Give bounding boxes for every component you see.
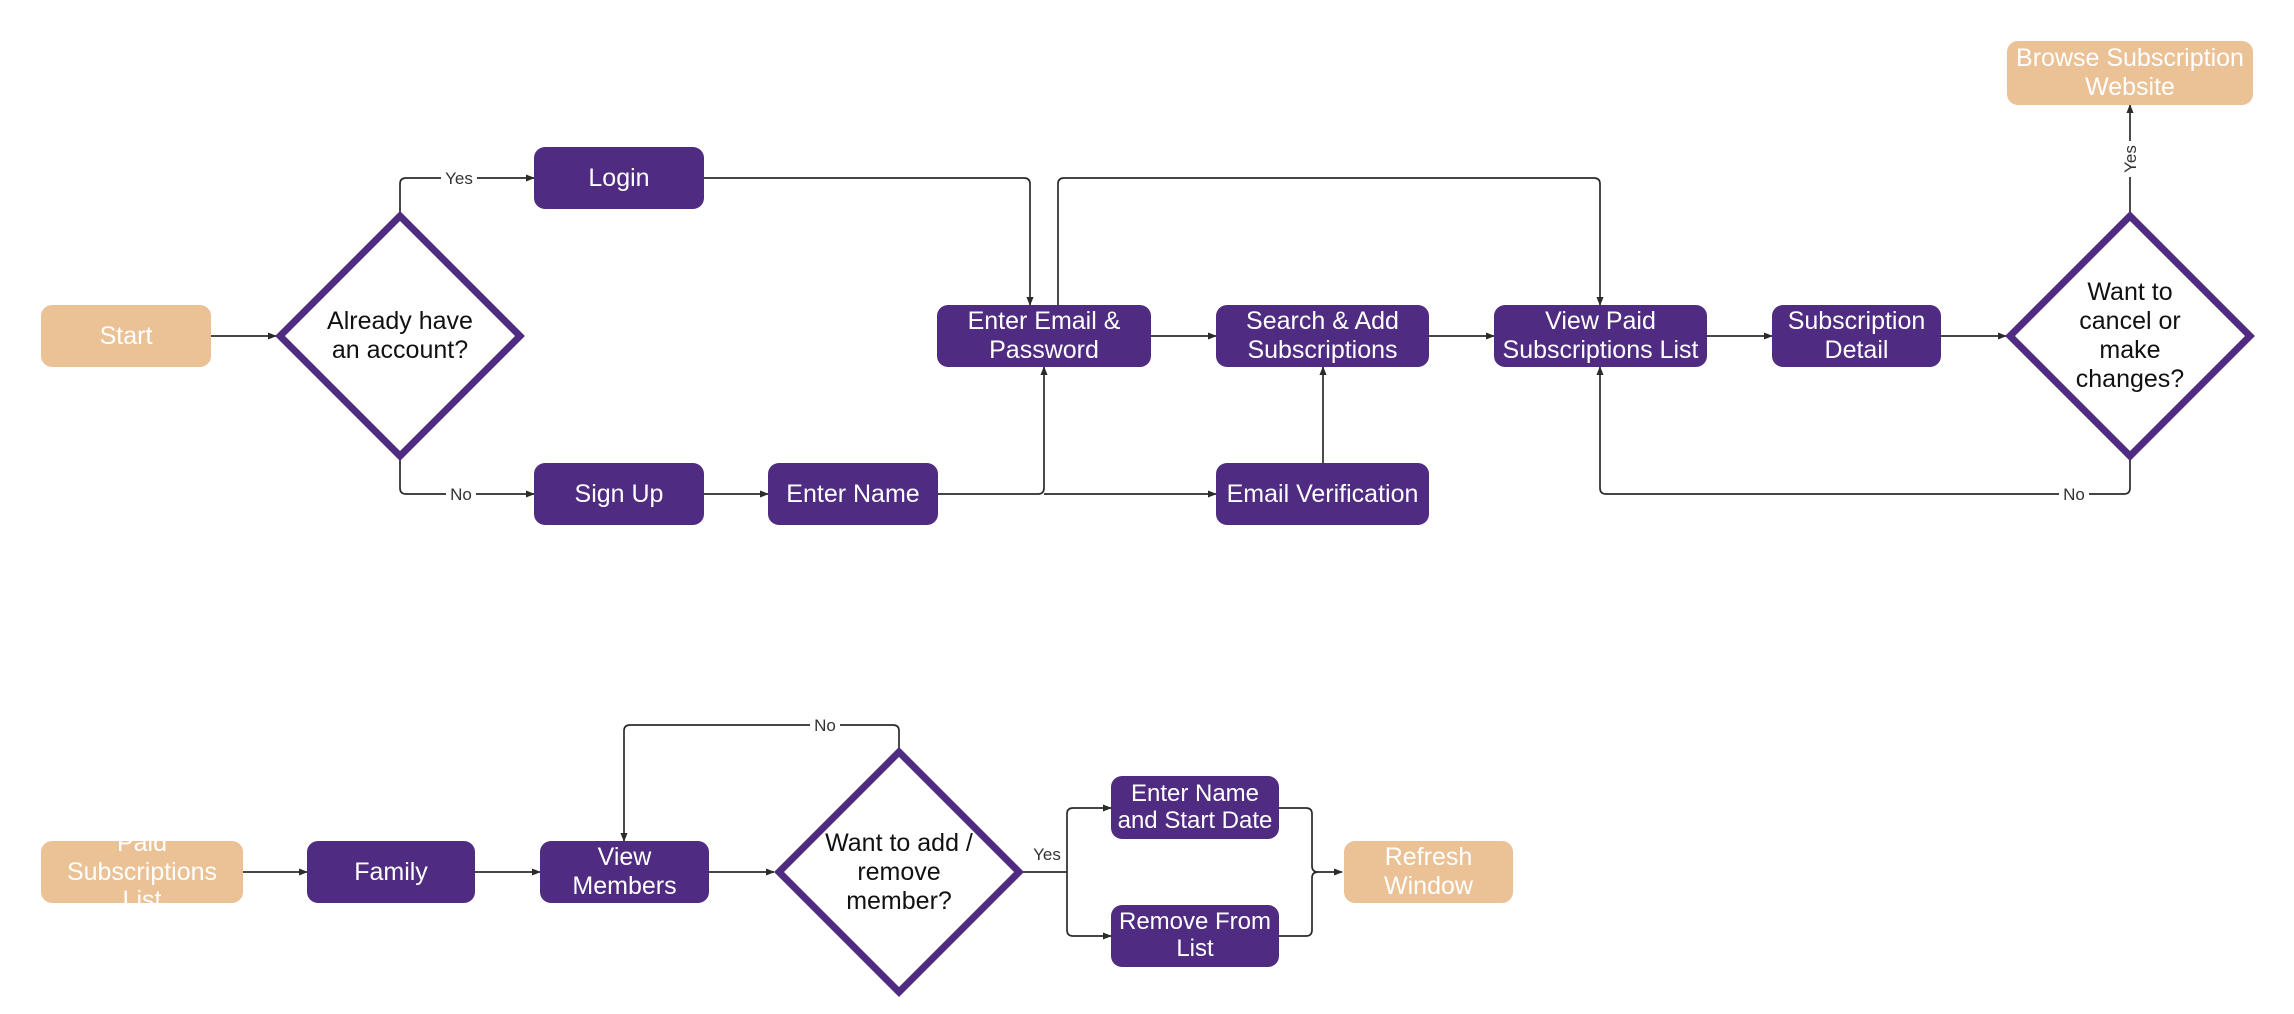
node-enter-email-password[interactable]: Enter Email & Password: [937, 305, 1151, 367]
node-remove-from-list[interactable]: Remove From List: [1111, 905, 1279, 967]
edge-email-to-viewpaid: [1057, 177, 1604, 306]
edge-label-yes-login: Yes: [445, 169, 473, 188]
node-email-verification[interactable]: Email Verification: [1216, 463, 1429, 525]
node-login[interactable]: Login: [534, 147, 704, 209]
decision-already-account-label: Already have an account?: [327, 307, 473, 364]
edge-label-no-back-view: No: [2063, 485, 2085, 504]
edge-label-no-signup: No: [450, 485, 472, 504]
node-sign-up[interactable]: Sign Up: [534, 463, 704, 525]
edge-label-no-back-members: No: [814, 716, 836, 735]
decision-want-cancel: [2005, 211, 2255, 461]
node-view-members[interactable]: View Members: [540, 841, 709, 903]
edge-entername-to-email: [938, 366, 1048, 495]
edge-login-to-email: [704, 177, 1034, 306]
node-enter-name[interactable]: Enter Name: [768, 463, 938, 525]
node-view-paid[interactable]: View Paid Subscriptions List: [1494, 305, 1707, 367]
decision-want-cancel-label: Want to cancel or make changes?: [2075, 278, 2185, 393]
node-enter-name-start-date[interactable]: Enter Name and Start Date: [1111, 776, 1279, 839]
node-browse-website[interactable]: Browse Subscription Website: [2007, 41, 2253, 105]
node-paid-subscriptions-list[interactable]: Paid Subscriptions List: [41, 829, 243, 914]
edge-entername-start-to-refresh: [1279, 807, 1343, 876]
edge-remove-to-refresh: [1279, 871, 1319, 937]
node-refresh-window[interactable]: Refresh Window: [1344, 841, 1513, 903]
edge-yes-to-remove: [1066, 872, 1112, 940]
edge-decision-no-to-signup: [399, 459, 535, 498]
edge-yes-to-entername-start: [1066, 804, 1112, 872]
node-family[interactable]: Family: [307, 841, 475, 903]
edge-decision-no-to-viewpaid: [1596, 366, 2131, 495]
decision-want-add-remove: [774, 747, 1024, 997]
decision-already-account: [275, 211, 525, 461]
edge-decision-yes-to-login: [399, 174, 535, 213]
node-search-add[interactable]: Search & Add Subscriptions: [1216, 305, 1429, 367]
edge-label-yes-members: Yes: [1033, 845, 1061, 864]
edge-label-yes-browse: Yes: [2121, 145, 2140, 173]
decision-want-add-remove-label: Want to add / remove member?: [825, 828, 973, 915]
node-start[interactable]: Start: [41, 305, 211, 367]
edge-decision-no-to-members: [620, 724, 900, 842]
node-subscription-detail[interactable]: Subscription Detail: [1772, 305, 1941, 367]
